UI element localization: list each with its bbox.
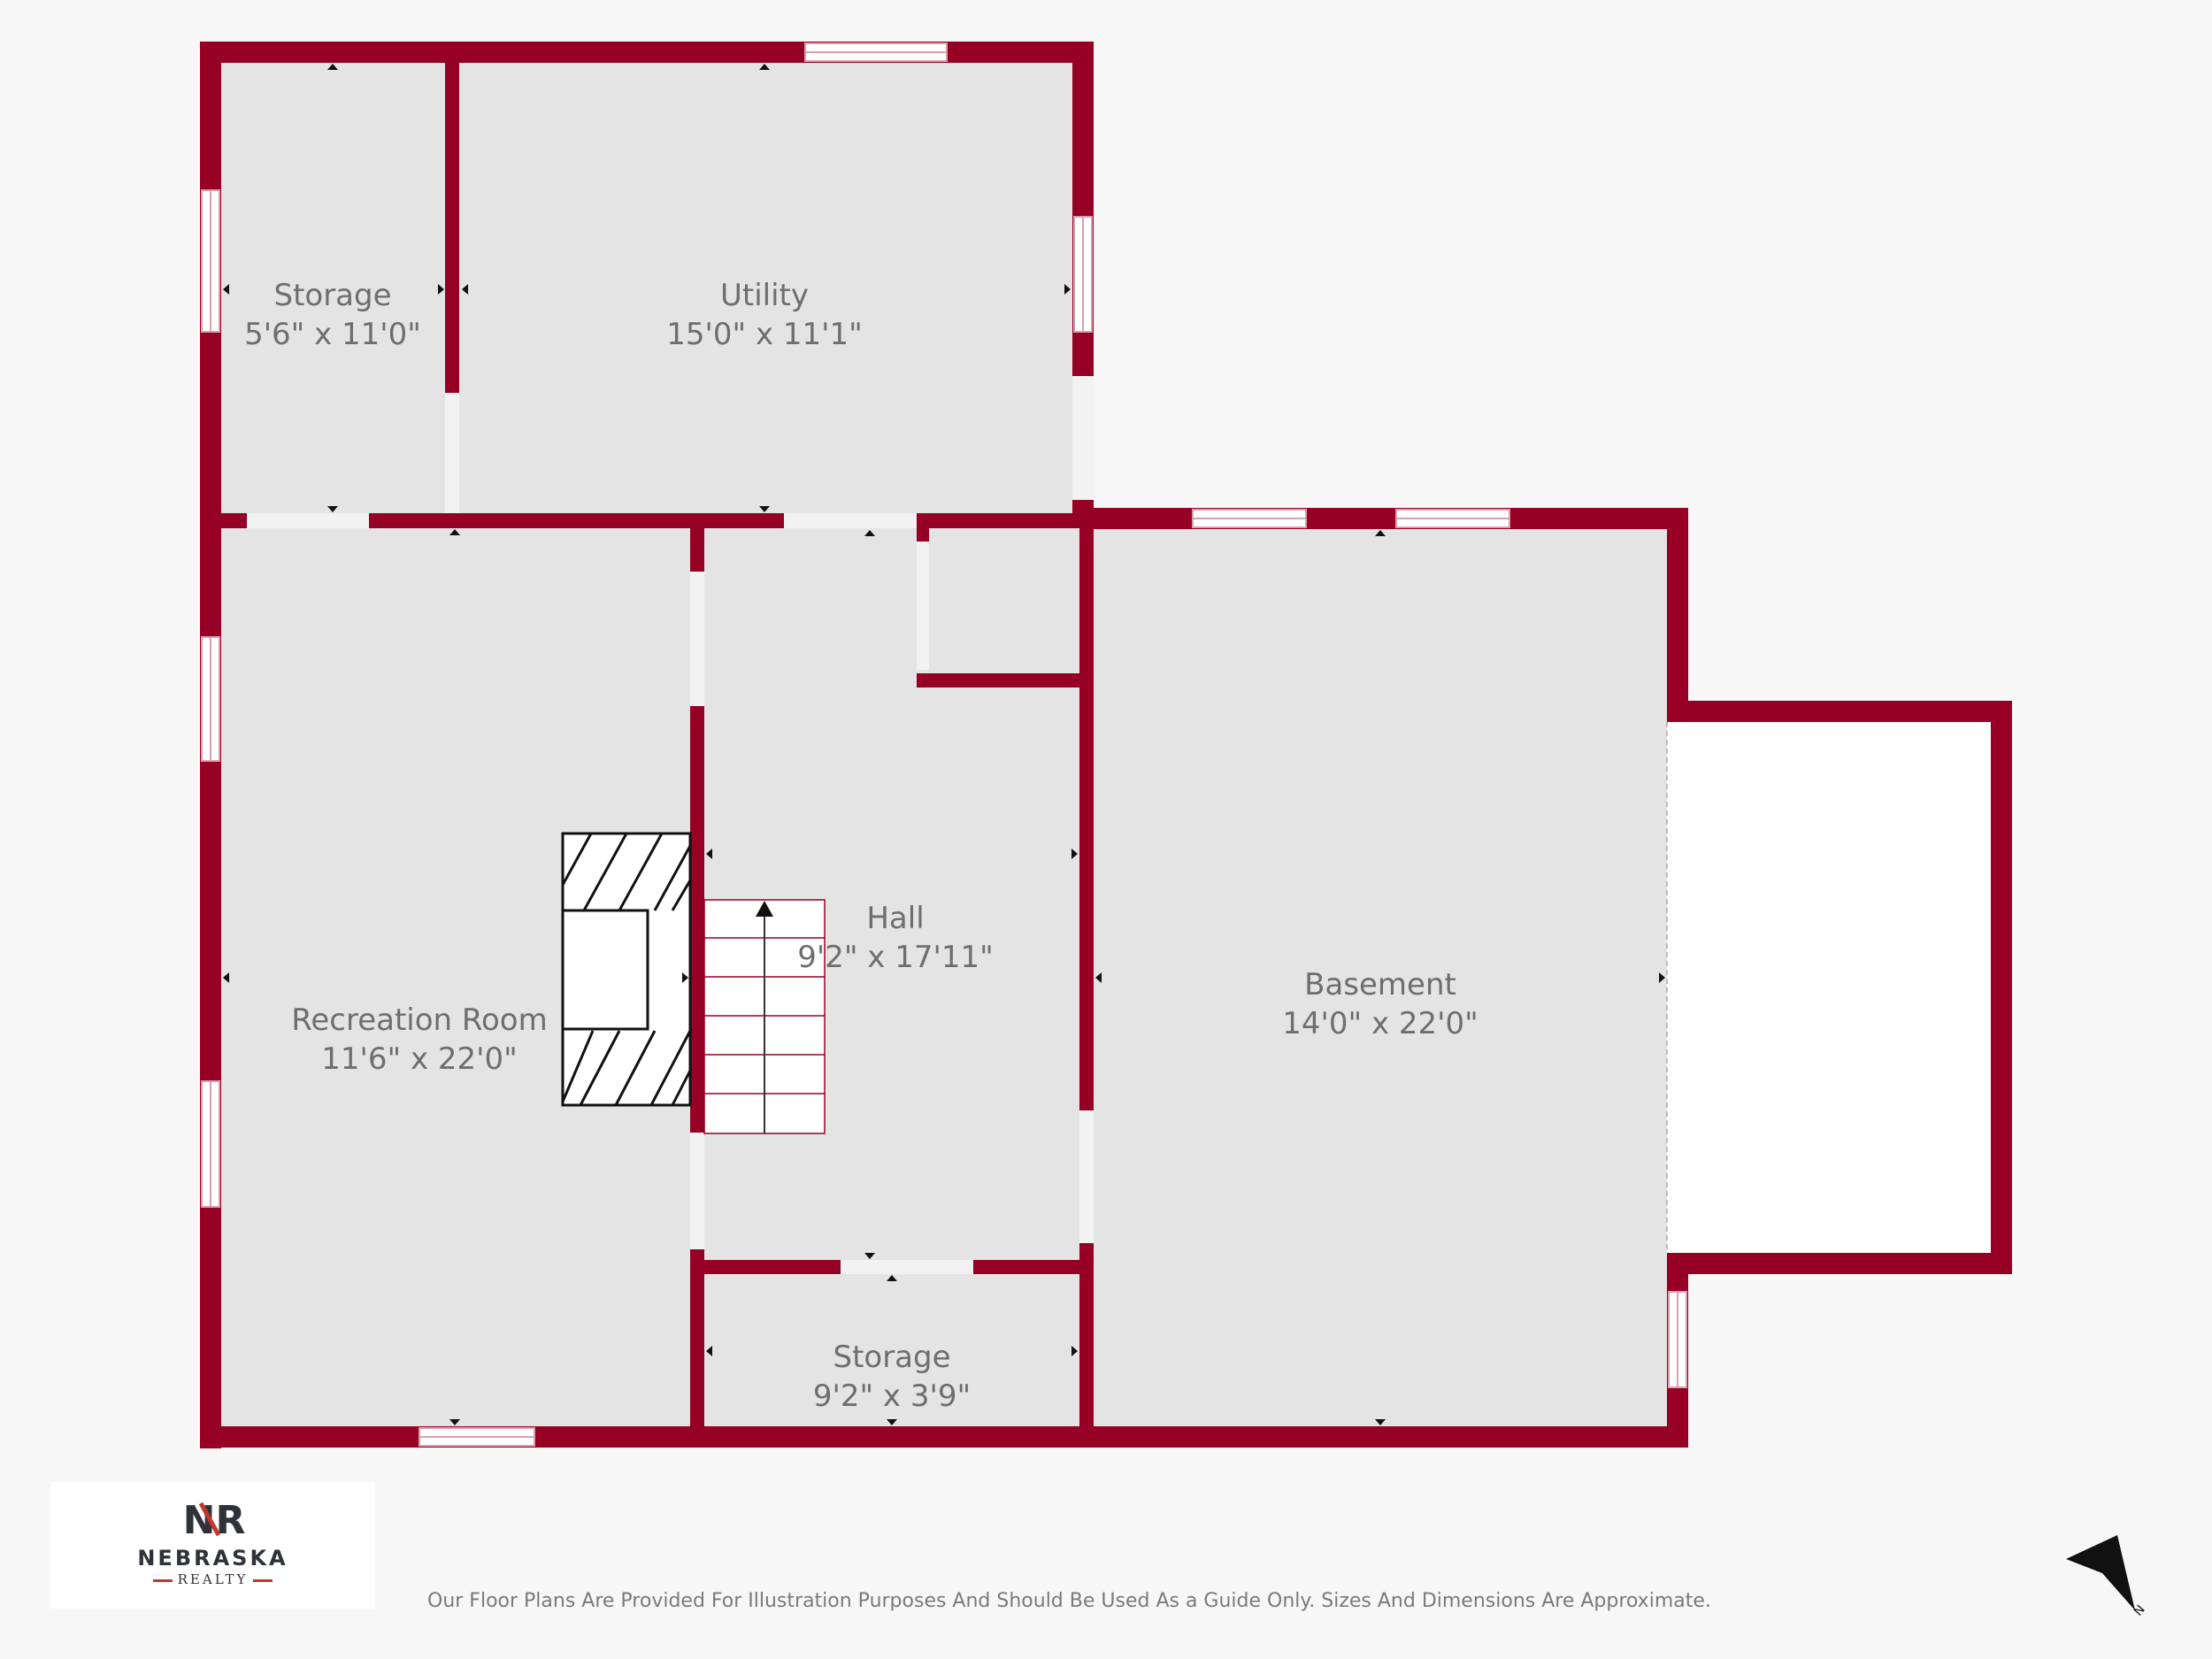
opening-storage-utility [445,393,459,513]
covered-area [1667,722,1994,1253]
window-utility-north [804,42,948,62]
nr-monogram-icon: NR [183,1498,245,1540]
wall-basement-east-upper [1667,508,1688,722]
window-utility-east [1073,216,1093,333]
opening-utility-east [1072,376,1094,500]
logo-subtitle-text: REALTY [177,1571,249,1587]
floors [216,62,1678,1439]
window-basement-north-1 [1192,509,1307,528]
opening-rec-hall-lower [690,1133,704,1249]
room-name-basement: Basement [1304,967,1456,1002]
logo-rule-right [253,1578,273,1582]
opening-rec-hall-upper [690,572,704,706]
compass-needle [2066,1535,2135,1610]
stair-arrow-icon [756,901,773,917]
floor-utility [453,62,1083,520]
room-labels: Storage 5'6" x 11'0" Utility 15'0" x 11'… [244,278,1479,1414]
stairs [703,899,826,1134]
room-dims-recreation-room: 11'6" x 22'0" [321,1041,518,1077]
opening-storage-top-door [247,513,369,528]
room-dims-storage-bottom: 9'2" x 3'9" [813,1379,971,1414]
window-storage-west [201,189,220,333]
floor-storage-top [216,62,453,520]
wall-hall-basement [1079,520,1094,1440]
north-arrow-icon: N [2066,1535,2148,1619]
firebox [561,909,649,1031]
dimension-ticks [223,64,1665,1425]
wall-annex-north [1667,701,2012,722]
window-rec-west-upper [201,636,220,762]
logo-rule-left [152,1578,173,1582]
floor-storage-bottom [697,1268,1087,1439]
logo-accent-stroke [198,1502,221,1537]
logo-monogram: NR [183,1498,245,1540]
nebraska-realty-logo: NR NEBRASKA REALTY [50,1482,375,1609]
room-dims-storage-top: 5'6" x 11'0" [244,317,421,352]
logo-wordmark: NEBRASKA [137,1546,288,1571]
room-name-storage-bottom: Storage [833,1340,950,1375]
logo-subtitle: REALTY [50,1571,375,1587]
room-name-hall: Hall [866,901,924,936]
fireplace [561,832,692,1107]
floor-hall [697,520,1087,1268]
wall-basement-north [1085,508,1688,529]
wall-storage-utility [445,62,459,393]
wall-annex-south [1667,1253,2012,1274]
windows [201,42,1687,1447]
wall-closet-bottom [917,673,1087,687]
wall-annex-east [1991,701,2012,1274]
openings [247,376,1094,1274]
room-name-storage-top: Storage [273,278,391,313]
wall-closet-left [917,520,929,541]
disclaimer-text: Our Floor Plans Are Provided For Illustr… [427,1590,1711,1612]
floor-basement [1087,520,1678,1439]
room-name-utility: Utility [720,278,809,313]
compass-north-label: N [2131,1602,2148,1618]
window-rec-south [419,1427,535,1447]
window-basement-north-2 [1395,509,1510,528]
window-rec-west-lower [201,1080,220,1208]
room-dims-utility: 15'0" x 11'1" [666,317,863,352]
opening-closet-left [917,541,929,670]
room-dims-basement: 14'0" x 22'0" [1282,1006,1479,1041]
room-dims-hall: 9'2" x 17'11" [797,940,994,975]
opening-hall-basement [1079,1110,1094,1243]
opening-utility-door [784,513,917,528]
room-name-recreation-room: Recreation Room [291,1002,547,1038]
window-basement-east [1668,1291,1687,1388]
wall-north-upper [200,42,1092,63]
opening-hall-storage [841,1260,973,1274]
